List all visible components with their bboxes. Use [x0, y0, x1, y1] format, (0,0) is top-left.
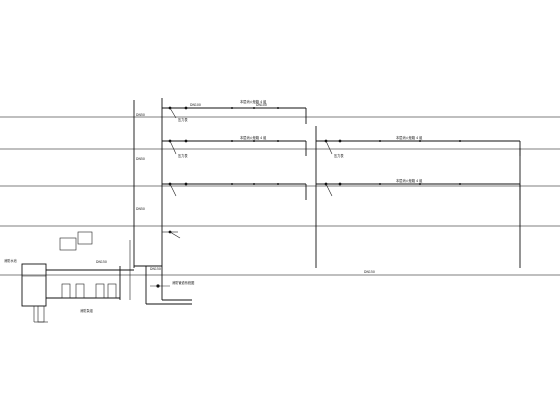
risers — [129, 98, 521, 300]
leader — [169, 183, 177, 197]
valve-symbol — [419, 140, 421, 142]
fire-water-tank — [21, 263, 47, 307]
pump-room — [21, 231, 192, 323]
pump-4 — [107, 283, 117, 299]
system-label: 消防管道系统图 — [172, 280, 194, 285]
valve-symbol — [277, 183, 279, 185]
riser-label: DN50 — [136, 113, 145, 117]
valve-symbol — [184, 106, 188, 110]
valve-symbol — [277, 107, 279, 109]
valve-symbol — [419, 183, 421, 185]
valve-note: 压力表 — [178, 117, 188, 122]
valve-symbol — [379, 140, 381, 142]
check-valve-icon — [156, 284, 160, 288]
leader-lines — [169, 107, 333, 239]
valve-note: 压力表 — [178, 153, 188, 158]
leader — [169, 107, 177, 119]
pump-1 — [61, 283, 71, 299]
pipe-size-label: DN100 — [256, 103, 267, 107]
valve-symbol — [338, 139, 342, 143]
labels: DN100 DN100 本层消火栓箱 4 组 本层消火栓箱 4 组 本层消火栓箱… — [4, 99, 423, 313]
riser-label: DN50 — [136, 207, 145, 211]
tank-sump — [37, 305, 45, 323]
leader — [169, 140, 177, 155]
leader — [325, 183, 333, 197]
valve-symbol — [184, 182, 188, 186]
floor-note: 本层消火栓箱 4 组 — [240, 135, 267, 140]
floor-note: 本层消火栓箱 4 组 — [396, 178, 423, 183]
valve-symbol — [459, 183, 461, 185]
pump-2 — [75, 283, 85, 299]
floor-reference-lines — [0, 116, 560, 276]
floor-note: 本层消火栓箱 4 组 — [240, 99, 267, 104]
valve-symbol — [231, 140, 233, 142]
valve-symbol — [253, 107, 255, 109]
valve-symbol — [231, 107, 233, 109]
control-cabinet-2 — [77, 231, 93, 245]
valve-symbol — [459, 140, 461, 142]
control-cabinet-1 — [59, 237, 77, 251]
valve-symbol — [253, 140, 255, 142]
right-branch-pipes — [316, 140, 521, 200]
valve-symbol — [379, 183, 381, 185]
tank-label: 消防水池 — [4, 258, 18, 263]
valve-symbol — [231, 183, 233, 185]
riser-label: DN50 — [136, 157, 145, 161]
valve-symbol — [277, 140, 279, 142]
leader — [325, 140, 333, 155]
pump-label: 消防泵组 — [80, 308, 94, 313]
valve-symbol — [184, 139, 188, 143]
valve-symbols — [168, 106, 461, 234]
pump-3 — [95, 283, 105, 299]
floor-note: 本层消火栓箱 4 组 — [396, 135, 423, 140]
pipe-size-label: DN100 — [190, 103, 201, 107]
valve-symbol — [253, 183, 255, 185]
valve-note: 压力表 — [334, 153, 344, 158]
valve-symbol — [338, 182, 342, 186]
pipe-size-label: DN150 — [150, 267, 161, 271]
pipe-size-label: DN150 — [96, 260, 107, 264]
left-branch-pipes — [162, 107, 307, 233]
pipe-size-label: DN150 — [364, 270, 375, 274]
leader — [169, 231, 181, 239]
